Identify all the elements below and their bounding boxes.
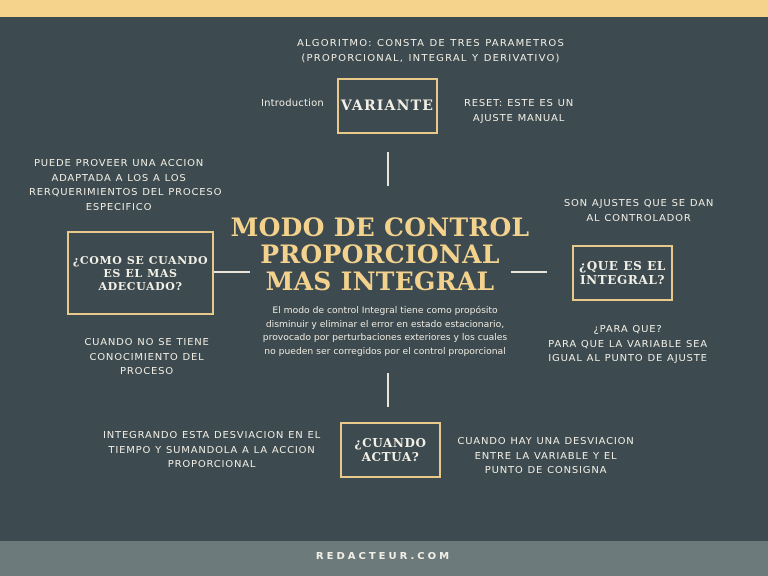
- description-line-3: provocado por perturbaciones exteriores …: [262, 332, 508, 343]
- como-se-cuando-box: ¿COMO SE CUANDO ES EL MAS ADECUADO?: [67, 231, 214, 315]
- cuando-no-line-1: CUANDO NO SE TIENE: [84, 337, 210, 348]
- son-ajustes-text: SON AJUSTES QUE SE DAN AL CONTROLADOR: [554, 197, 724, 226]
- top-accent-bar: [0, 0, 768, 17]
- footer-brand[interactable]: REDACTEUR.COM: [315, 551, 453, 562]
- description-line-2: disminuir y eliminar el error en estado …: [265, 318, 505, 330]
- reset-line-2: AJUSTE MANUAL: [472, 112, 566, 124]
- cuando-hay-text: CUANDO HAY UNA DESVIACION ENTRE LA VARIA…: [455, 435, 637, 479]
- cuando-actua-box: ¿CUANDO ACTUA?: [340, 422, 441, 478]
- actua-box-line-2: ACTUA?: [361, 450, 420, 464]
- para-line-2: PARA QUE LA VARIABLE SEA: [548, 338, 708, 350]
- cuando-no-text: CUANDO NO SE TIENE CONOCIMIENTO DEL PROC…: [54, 336, 240, 380]
- integrando-line-2: TIEMPO Y SUMANDOLA A LA ACCION: [108, 444, 316, 456]
- connector-left: [214, 271, 250, 273]
- main-title: MODO DE CONTROL PROPORCIONAL MAS INTEGRA…: [230, 214, 530, 295]
- title-line-1: MODO DE CONTROL: [230, 213, 530, 242]
- son-line-1: SON AJUSTES QUE SE DAN: [563, 198, 715, 209]
- description-line-4: no pueden ser corregidos por el control …: [264, 345, 506, 357]
- que-box-line-1: ¿QUE ES EL: [579, 259, 666, 273]
- puede-line-1: PUEDE PROVEER UNA ACCION: [33, 158, 205, 169]
- hay-line-1: CUANDO HAY UNA DESVIACION: [457, 436, 635, 447]
- para-line-1: ¿PARA QUE?: [593, 324, 663, 335]
- title-line-2: PROPORCIONAL: [260, 240, 500, 269]
- hay-line-3: PUNTO DE CONSIGNA: [484, 465, 608, 476]
- puede-proveer-text: PUEDE PROVEER UNA ACCION ADAPTADA A LOS …: [29, 157, 223, 215]
- title-line-3: MAS INTEGRAL: [265, 267, 495, 296]
- son-line-2: AL CONTROLADOR: [586, 212, 692, 224]
- integrando-text: INTEGRANDO ESTA DESVIACION EN EL TIEMPO …: [98, 429, 326, 473]
- description-text: El modo de control Integral tiene como p…: [240, 304, 530, 358]
- description-line-1: El modo de control Integral tiene como p…: [272, 305, 498, 316]
- connector-right: [511, 271, 547, 273]
- que-box-line-2: INTEGRAL?: [579, 273, 666, 287]
- integrando-line-1: INTEGRANDO ESTA DESVIACION EN EL: [103, 430, 321, 441]
- para-line-3: IGUAL AL PUNTO DE AJUSTE: [548, 353, 708, 364]
- cuando-no-line-3: PROCESO: [120, 366, 174, 377]
- variante-label: VARIANTE: [340, 98, 435, 114]
- puede-line-3: RERQUERIMIENTOS DEL PROCESO: [29, 187, 223, 198]
- puede-line-2: ADAPTADA A LOS A LOS: [51, 172, 187, 184]
- puede-line-4: ESPECIFICO: [85, 201, 153, 213]
- footer-bar: [0, 541, 768, 576]
- como-box-line-2: ES EL MAS: [103, 266, 178, 280]
- cuando-no-line-2: CONOCIMIENTO DEL: [89, 351, 205, 363]
- connector-bottom: [387, 373, 389, 407]
- introduction-label: Introduction: [261, 98, 324, 109]
- algoritmo-text: ALGORITMO: CONSTA DE TRES PARAMETROS (PR…: [0, 37, 768, 66]
- reset-text: RESET: ESTE ES UN AJUSTE MANUAL: [458, 97, 580, 126]
- connector-top: [387, 152, 389, 186]
- algoritmo-line-2: (PROPORCIONAL, INTEGRAL Y DERIVATIVO): [301, 52, 561, 64]
- actua-box-line-1: ¿CUANDO: [354, 436, 427, 450]
- algoritmo-line-1: ALGORITMO: CONSTA DE TRES PARAMETROS: [296, 38, 566, 49]
- para-que-text: ¿PARA QUE? PARA QUE LA VARIABLE SEA IGUA…: [538, 323, 718, 367]
- reset-line-1: RESET: ESTE ES UN: [463, 98, 574, 109]
- como-box-line-1: ¿COMO SE CUANDO: [72, 253, 209, 267]
- integrando-line-3: PROPORCIONAL: [167, 459, 257, 470]
- hay-line-2: ENTRE LA VARIABLE Y EL: [474, 450, 618, 462]
- como-box-line-3: ADECUADO?: [98, 279, 183, 293]
- que-es-integral-box: ¿QUE ES EL INTEGRAL?: [572, 245, 673, 301]
- variante-box: VARIANTE: [337, 78, 438, 134]
